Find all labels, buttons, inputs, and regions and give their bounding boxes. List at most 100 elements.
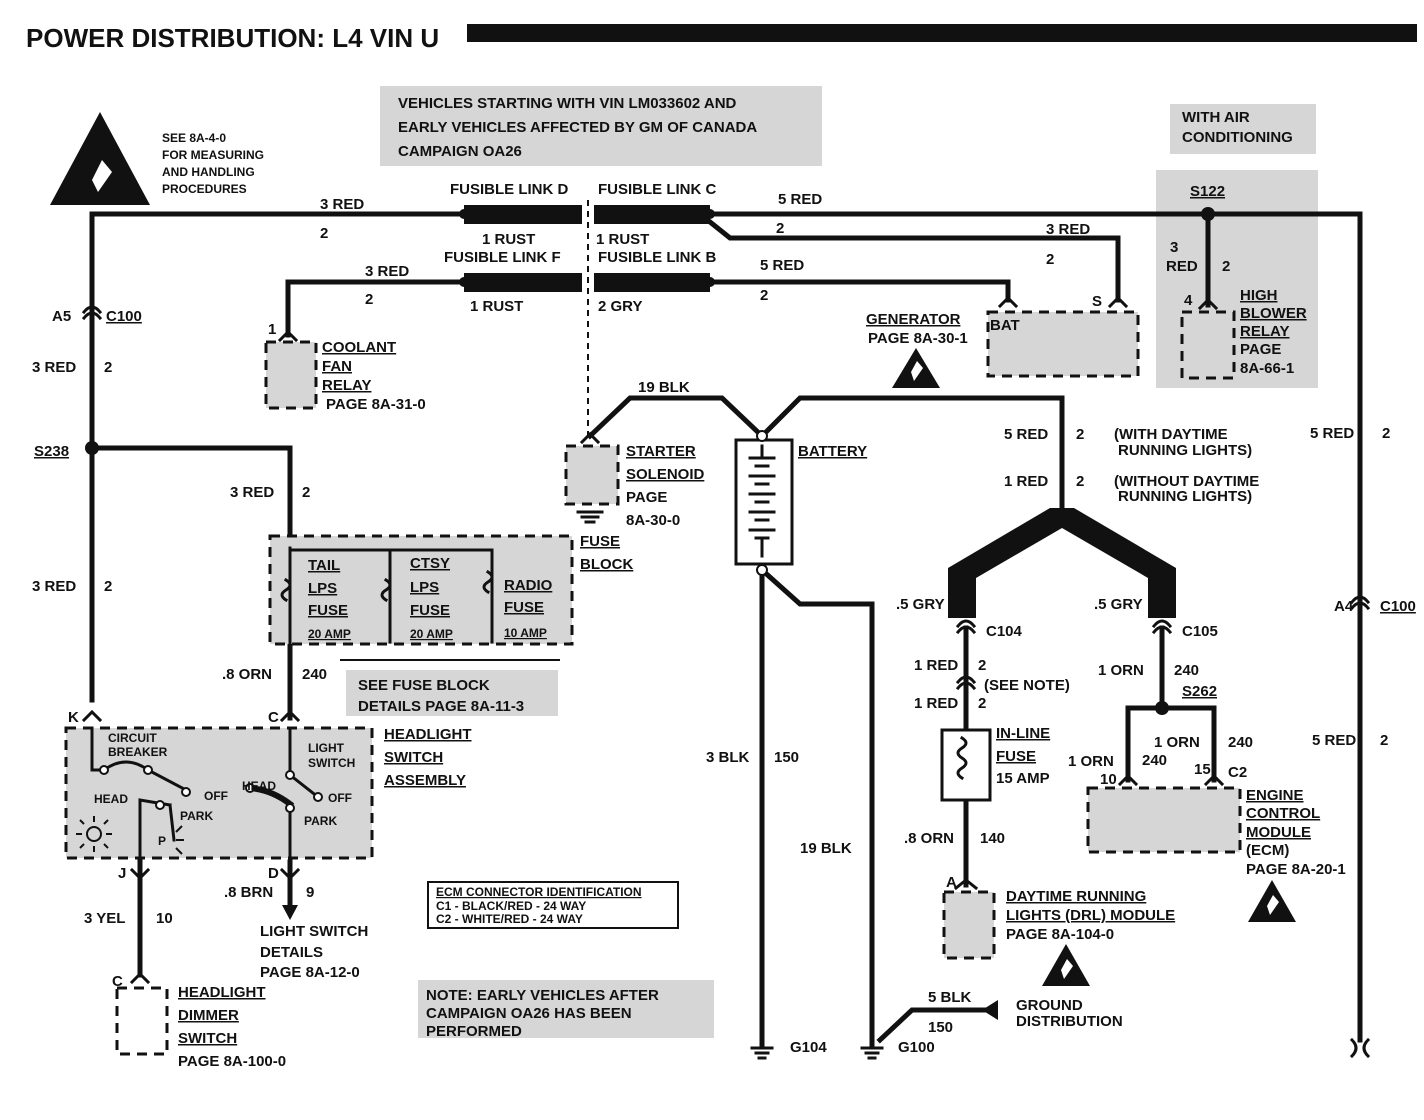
radio-2: FUSE (504, 599, 544, 616)
coolant-3: RELAY (322, 377, 371, 394)
wire-240: 240 (302, 666, 327, 683)
generator-box (986, 310, 1140, 378)
wire-2-b: 2 (760, 287, 768, 304)
conn-c100: C100 (106, 308, 142, 325)
wire-2-right: 2 (1382, 425, 1390, 442)
pin-4: 4 (1184, 292, 1193, 309)
pin-c: C (268, 709, 279, 726)
with-ac-shade (1156, 170, 1318, 388)
note-bottom-2: CAMPAIGN OA26 HAS BEEN (426, 1005, 632, 1022)
splice-s238: S238 (34, 443, 69, 460)
ecm-box (1086, 786, 1242, 854)
wire-1orn-l: 1 ORN (1068, 753, 1114, 770)
dimmer-3: SWITCH (178, 1030, 237, 1047)
coolant-relay-shade (266, 342, 316, 408)
ecm-id-2: C1 - BLACK/RED - 24 WAY (436, 899, 586, 913)
cb-1: CIRCUIT (108, 731, 157, 745)
inline-fuse-icon (956, 735, 968, 781)
ecm-id-box (427, 881, 679, 929)
pin-k: K (68, 709, 79, 726)
wire-2-f: 2 (365, 291, 373, 308)
tail-4: 20 AMP (308, 627, 351, 641)
generator-label: GENERATOR (866, 311, 961, 328)
radio-1: RADIO (504, 577, 553, 594)
esd-ecm-icon (1248, 880, 1296, 922)
pin-15: 15 (1194, 761, 1211, 778)
wire-10: 10 (156, 910, 173, 927)
ctsy-3: FUSE (410, 602, 450, 619)
ecm-3: MODULE (1246, 824, 1311, 841)
note-top-line-2: EARLY VEHICLES AFFECTED BY GM OF CANADA (398, 119, 757, 136)
gry-b: 2 GRY (598, 298, 642, 315)
wire-2-right2: 2 (1380, 732, 1388, 749)
wire-5red-right: 5 RED (1310, 425, 1354, 442)
ground-dist-1: GROUND (1016, 997, 1083, 1014)
splice-s122: S122 (1190, 183, 1225, 200)
see-fuse-1: SEE FUSE BLOCK (358, 677, 490, 694)
wire-240-a: 240 (1174, 662, 1199, 679)
ecm-id-3: C2 - WHITE/RED - 24 WAY (436, 912, 583, 926)
fusible-link-b-label: FUSIBLE LINK B (598, 249, 716, 266)
conn-a5: A5 (52, 308, 71, 325)
wire-2-c: 2 (776, 220, 784, 237)
wire-1orn-r: 1 ORN (1154, 734, 1200, 751)
wire-2-left: 2 (104, 359, 112, 376)
ctsy-1: CTSY (410, 555, 450, 572)
wire-3red-f: 3 RED (365, 263, 409, 280)
wire-240-l: 240 (1142, 752, 1167, 769)
drl-box (942, 890, 996, 960)
fusible-links-e-a (948, 508, 1176, 618)
headlight-switch-box (64, 726, 374, 860)
wire-2-c104: 2 (978, 657, 986, 674)
pin-10: 10 (1100, 771, 1117, 788)
wire-5blk: 5 BLK (928, 989, 972, 1006)
wire-1orn-a: 1 ORN (1098, 662, 1144, 679)
esd-note-2: FOR MEASURING (162, 148, 264, 162)
rust-c: 1 RUST (596, 231, 649, 248)
ecm-2: CONTROL (1246, 805, 1320, 822)
wire-2-drl2: 2 (1076, 473, 1084, 490)
conn-c105: C105 (1182, 623, 1218, 640)
wire-8brn: .8 BRN (224, 884, 273, 901)
rust-d: 1 RUST (482, 231, 535, 248)
ls-1: LIGHT (308, 741, 345, 755)
wire-8orn-drl: .8 ORN (904, 830, 954, 847)
blower-2: BLOWER (1240, 305, 1307, 322)
fusible-link-c-label: FUSIBLE LINK C (598, 181, 716, 198)
conn-c2: C2 (1228, 764, 1247, 781)
conn-a4: A4 (1334, 598, 1354, 615)
park-1: PARK (180, 809, 213, 823)
coolant-1: COOLANT (322, 339, 396, 356)
p-label: P (158, 834, 166, 848)
starter-3: PAGE (626, 489, 667, 506)
parklamp-icon (175, 825, 184, 855)
note-top-box (380, 86, 822, 166)
pin-1: 1 (268, 321, 276, 338)
battery-neg-terminal (756, 564, 768, 576)
wire-3red-low: 3 RED (32, 578, 76, 595)
dimmer-1: HEADLIGHT (178, 984, 266, 1001)
wire-5red-right2: 5 RED (1312, 732, 1356, 749)
light-details-3: PAGE 8A-12-0 (260, 964, 360, 981)
inline-2: FUSE (996, 748, 1036, 765)
starter-box (564, 444, 620, 506)
head-2: HEAD (242, 779, 276, 793)
wire-9: 9 (306, 884, 314, 901)
ctsy-2: LPS (410, 579, 439, 596)
with-drl-1: (WITH DAYTIME (1114, 426, 1228, 443)
note-bottom-1: NOTE: EARLY VEHICLES AFTER (426, 987, 659, 1004)
wire-140: 140 (980, 830, 1005, 847)
rust-f: 1 RUST (470, 298, 523, 315)
blower-4: PAGE (1240, 341, 1281, 358)
esd-warning-icon (50, 112, 150, 205)
see-note: (SEE NOTE) (984, 677, 1070, 694)
light-details-2: DETAILS (260, 944, 323, 961)
ground-dist-arrow-icon (982, 1000, 998, 1020)
splice-points (85, 207, 1215, 715)
head-1: HEAD (94, 792, 128, 806)
off-2: OFF (328, 791, 352, 805)
wire-2-fuse: 2 (978, 695, 986, 712)
fusible-link-d-label: FUSIBLE LINK D (450, 181, 568, 198)
starter-shade (566, 446, 618, 504)
